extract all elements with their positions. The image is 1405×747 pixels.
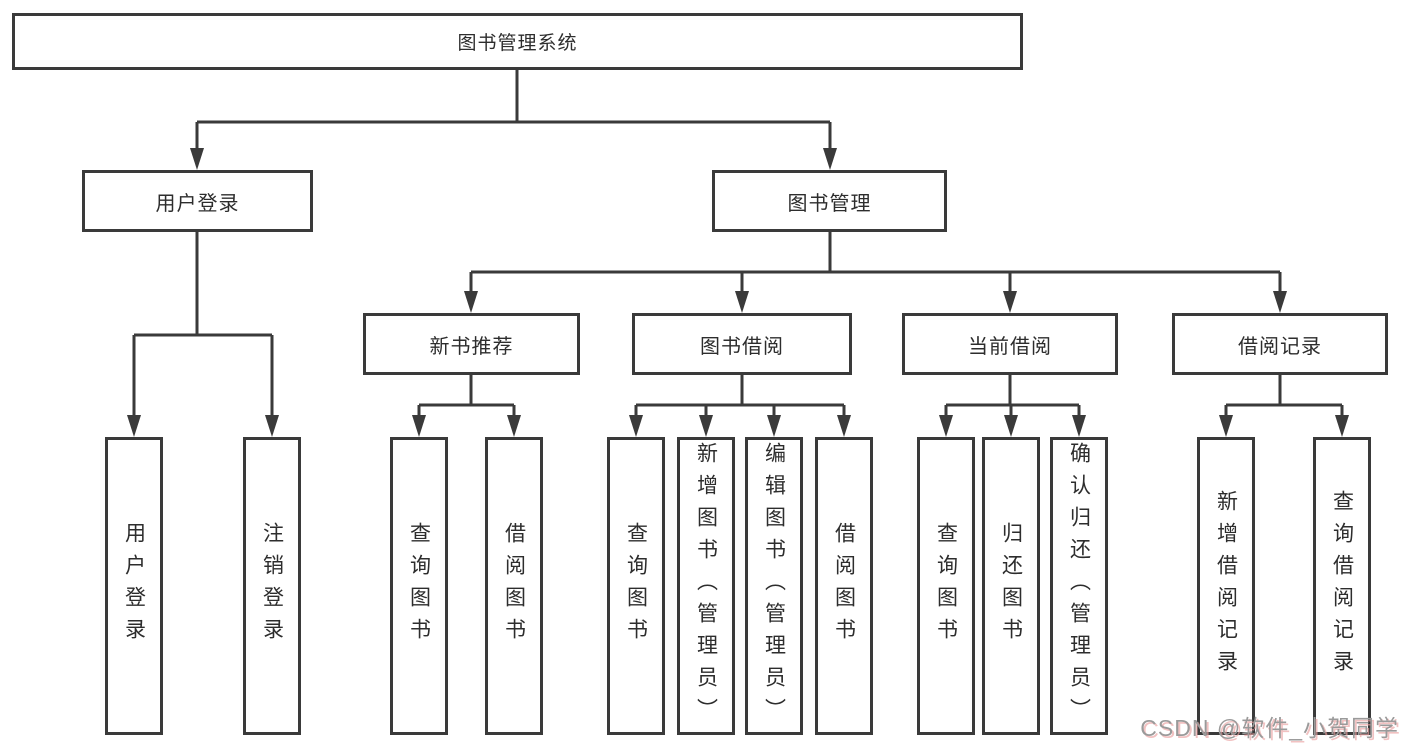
leaf-query-books-current-label: 查询图书 — [934, 522, 958, 650]
node-borrowing-records: 借阅记录 — [1172, 313, 1388, 375]
node-new-book-recommend-label: 新书推荐 — [429, 335, 514, 358]
node-library-system: 图书管理系统 — [12, 13, 1023, 70]
leaf-query-borrow-record-label: 查询借阅记录 — [1330, 490, 1354, 682]
leaf-borrow-books-label: 借阅图书 — [832, 522, 856, 650]
leaf-borrow-books: 借阅图书 — [815, 437, 873, 735]
node-book-management-label: 图书管理 — [787, 192, 872, 215]
leaf-add-borrow-record: 新增借阅记录 — [1197, 437, 1255, 735]
leaf-user-login: 用户登录 — [105, 437, 163, 735]
leaf-logout-label: 注销登录 — [260, 522, 284, 650]
node-book-borrowing: 图书借阅 — [632, 313, 852, 375]
leaf-borrow-books-recommend-label: 借阅图书 — [502, 522, 526, 650]
leaf-query-books-recommend: 查询图书 — [390, 437, 448, 735]
leaf-logout: 注销登录 — [243, 437, 301, 735]
node-user-login-label: 用户登录 — [155, 192, 240, 215]
node-user-login: 用户登录 — [82, 170, 313, 232]
leaf-confirm-return-admin-label: 确认归还（管理员） — [1067, 442, 1091, 730]
leaf-query-borrow-record: 查询借阅记录 — [1313, 437, 1371, 735]
node-book-borrowing-label: 图书借阅 — [700, 335, 784, 358]
node-current-borrowing: 当前借阅 — [902, 313, 1118, 375]
node-library-system-label: 图书管理系统 — [457, 33, 578, 54]
node-book-management: 图书管理 — [712, 170, 947, 232]
leaf-edit-book-admin: 编辑图书（管理员） — [745, 437, 803, 735]
leaf-add-book-admin-label: 新增图书（管理员） — [694, 442, 718, 730]
leaf-borrow-books-recommend: 借阅图书 — [485, 437, 543, 735]
node-new-book-recommend: 新书推荐 — [363, 313, 580, 375]
csdn-watermark: CSDN @软件_小贺同学 — [1140, 715, 1399, 741]
leaf-return-book-label: 归还图书 — [999, 522, 1023, 650]
leaf-add-borrow-record-label: 新增借阅记录 — [1214, 490, 1238, 682]
leaf-confirm-return-admin: 确认归还（管理员） — [1050, 437, 1108, 735]
leaf-query-books-recommend-label: 查询图书 — [407, 522, 431, 650]
leaf-user-login-label: 用户登录 — [122, 522, 146, 650]
leaf-query-books-borrow: 查询图书 — [607, 437, 665, 735]
leaf-query-books-borrow-label: 查询图书 — [624, 522, 648, 650]
node-borrowing-records-label: 借阅记录 — [1238, 335, 1322, 358]
leaf-edit-book-admin-label: 编辑图书（管理员） — [762, 442, 786, 730]
leaf-return-book: 归还图书 — [982, 437, 1040, 735]
leaf-query-books-current: 查询图书 — [917, 437, 975, 735]
node-current-borrowing-label: 当前借阅 — [968, 335, 1052, 358]
leaf-add-book-admin: 新增图书（管理员） — [677, 437, 735, 735]
